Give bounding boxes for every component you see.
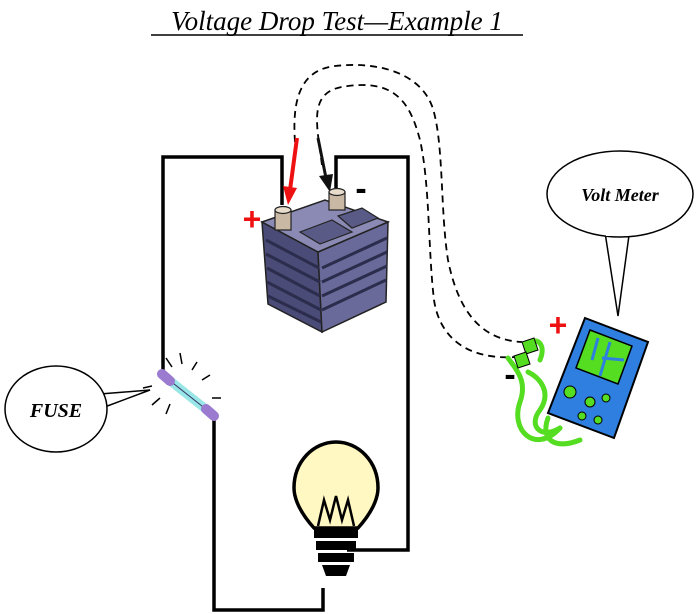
battery-positive-terminal (274, 205, 292, 231)
fuse-icon (142, 352, 221, 421)
wire-battery-negative-to-bulb (334, 155, 410, 552)
meter-leads-dashed (293, 64, 523, 359)
light-bulb-icon (292, 440, 380, 576)
diagram-title: Voltage Drop Test—Example 1 (171, 6, 503, 36)
battery-negative-sign: - (355, 170, 366, 208)
voltmeter-label: Volt Meter (581, 185, 659, 205)
battery-positive-sign: + (243, 201, 262, 237)
voltmeter-callout: Volt Meter (546, 150, 694, 317)
wire-battery-positive-to-fuse (161, 155, 284, 372)
meter-lead-positive-dashed (293, 64, 523, 343)
wire-fuse-to-bulb (212, 420, 325, 612)
battery-negative-terminal (328, 187, 346, 211)
red-probe-arrowhead (283, 186, 297, 205)
fuse-callout: FUSE (4, 365, 151, 453)
meter-positive-sign: + (549, 307, 568, 343)
circuit-wires (161, 155, 410, 612)
battery-icon (260, 187, 391, 334)
probe-arrows (283, 137, 333, 205)
voltmeter-icon (505, 316, 650, 447)
fuse-label: FUSE (29, 400, 82, 422)
black-probe-arrowhead (319, 174, 333, 192)
meter-negative-sign: - (504, 356, 515, 394)
meter-lead-negative-dashed (316, 84, 517, 359)
